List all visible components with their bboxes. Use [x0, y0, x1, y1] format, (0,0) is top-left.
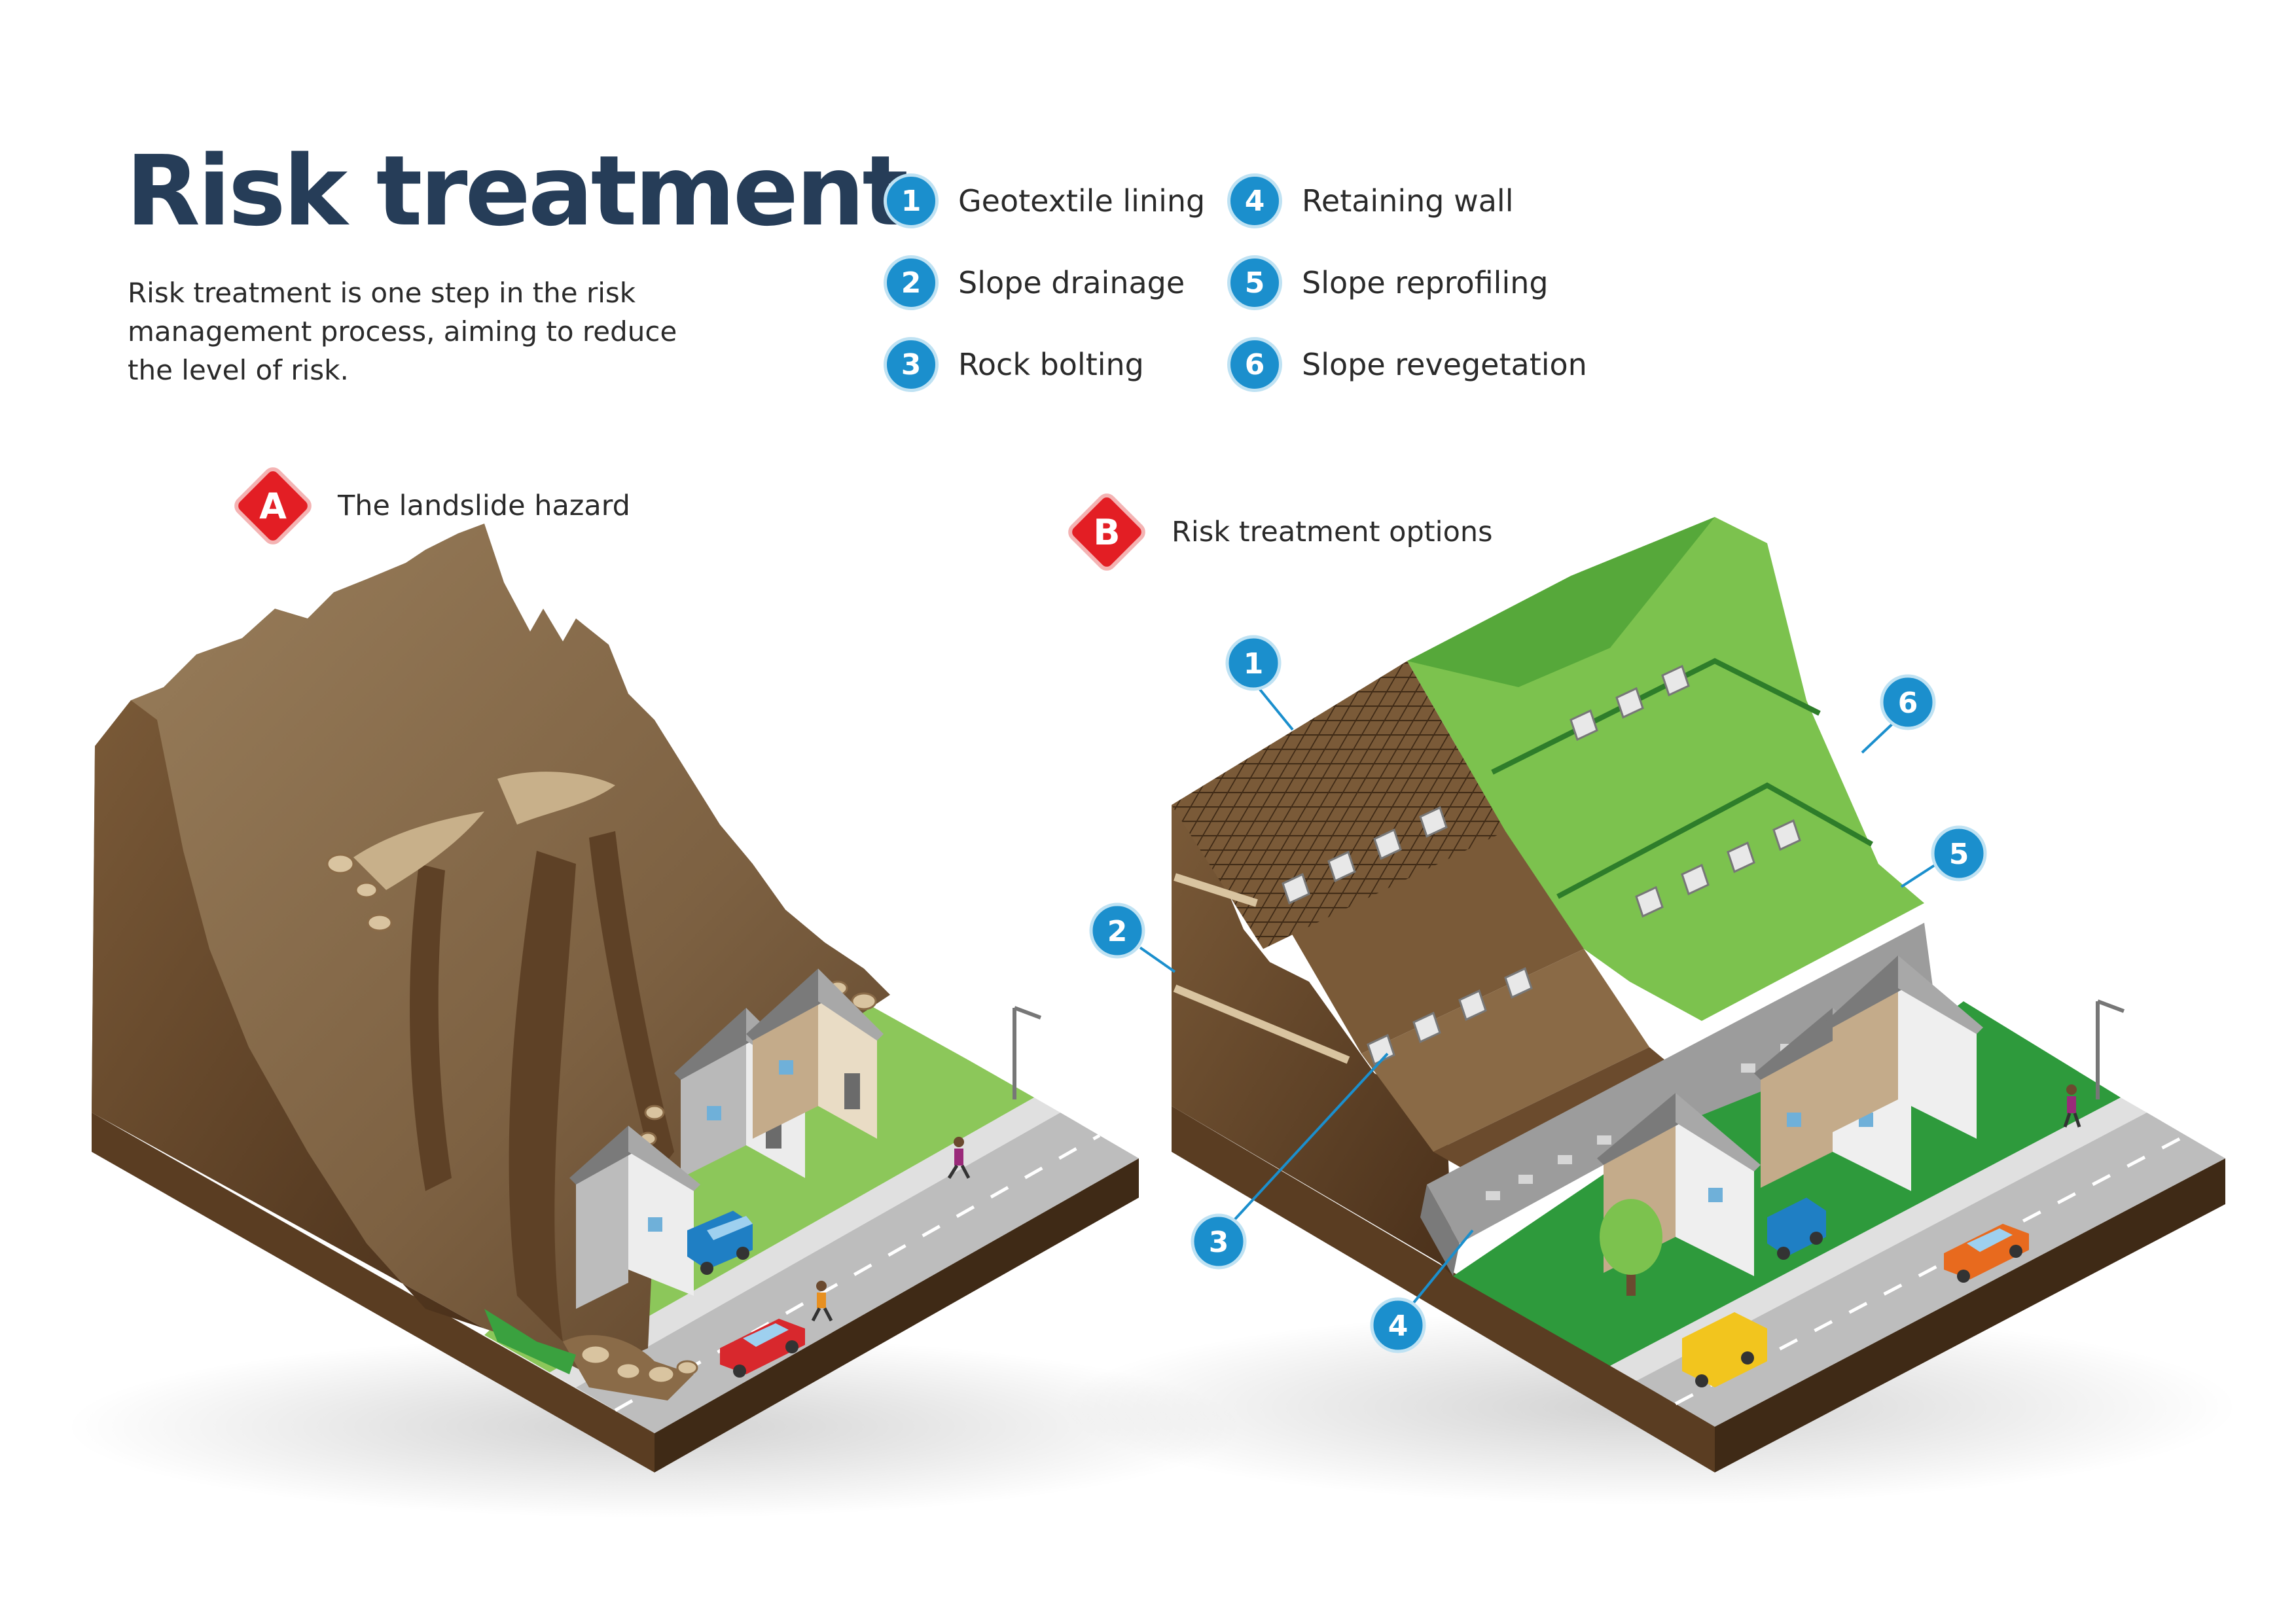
panel-b-illustration	[1060, 517, 2238, 1505]
drainage-pipe	[1174, 873, 1258, 907]
retaining-wall	[1427, 923, 1937, 1243]
tree	[1600, 1199, 1662, 1296]
legend-item-slope-drainage: 2 Slope drainage	[884, 253, 1185, 312]
legend: 1 Geotextile lining 2 Slope drainage 3 R…	[884, 171, 1636, 407]
house	[746, 969, 884, 1139]
legend-label: Slope revegetation	[1302, 347, 1587, 382]
running-person-icon	[947, 1137, 971, 1179]
callout-number: 1	[1244, 647, 1264, 681]
callout-1: 1	[1225, 635, 1282, 691]
base-block-left-face	[1172, 1106, 1715, 1472]
red-car	[720, 1319, 805, 1378]
callout-6: 6	[1880, 674, 1936, 730]
legend-item-rock-bolting: 3 Rock bolting	[884, 335, 1144, 394]
legend-label: Slope reprofiling	[1302, 265, 1549, 300]
drainage-pipe	[1173, 984, 1350, 1064]
walking-person-icon	[2063, 1084, 2081, 1128]
running-person-icon	[811, 1281, 833, 1322]
callout-5: 5	[1931, 825, 1987, 882]
legend-item-slope-revegetation: 6 Slope revegetation	[1227, 335, 1587, 394]
callout-number: 3	[1209, 1226, 1229, 1259]
street-lamp	[2096, 999, 2125, 1099]
callout-number: 5	[1949, 838, 1969, 871]
rock-debris	[326, 853, 877, 1384]
callout-2: 2	[1089, 902, 1145, 959]
panel-b-letter: B	[1093, 511, 1121, 553]
panel-b-diamond-icon: B	[1064, 490, 1149, 575]
orange-car	[1944, 1224, 2029, 1283]
legend-item-retaining-wall: 4 Retaining wall	[1227, 171, 1513, 230]
footpath	[550, 1097, 1060, 1387]
legend-item-slope-reprofiling: 5 Slope reprofiling	[1227, 253, 1549, 312]
panel-a-diamond-icon: A	[230, 463, 315, 548]
legend-label: Retaining wall	[1302, 183, 1514, 219]
footpath	[1610, 1097, 2147, 1381]
page-title: Risk treatment	[126, 135, 908, 247]
legend-item-geotextile-lining: 1 Geotextile lining	[884, 171, 1205, 230]
geotextile-mesh	[1172, 661, 1505, 949]
legend-number-badge: 6	[1227, 337, 1282, 392]
legend-number-badge: 1	[884, 173, 939, 228]
blue-van	[1767, 1198, 1826, 1260]
panel-b-heading: B Risk treatment options	[1064, 490, 1493, 575]
legend-number-badge: 4	[1227, 173, 1282, 228]
legend-label: Slope drainage	[958, 265, 1185, 300]
callout-4: 4	[1370, 1297, 1426, 1353]
callout-3: 3	[1191, 1213, 1247, 1270]
legend-label: Geotextile lining	[958, 183, 1206, 219]
base-block-right-face	[1715, 1158, 2225, 1472]
mountain-cross-section	[92, 700, 484, 1329]
legend-number-badge: 2	[884, 255, 939, 310]
callout-number: 6	[1898, 687, 1918, 720]
landslide-channel	[509, 851, 576, 1342]
callout-number: 4	[1388, 1310, 1408, 1343]
callout-number: 2	[1107, 915, 1128, 948]
house	[1826, 955, 1983, 1139]
legend-number-badge: 5	[1227, 255, 1282, 310]
base-block-right-face	[655, 1158, 1139, 1472]
panel-a-label: The landslide hazard	[338, 490, 630, 522]
intro-text: Risk treatment is one step in the risk m…	[128, 277, 677, 386]
rock-bolts	[1282, 664, 1801, 1066]
panel-a-heading: A The landslide hazard	[230, 463, 630, 548]
legend-number-badge: 3	[884, 337, 939, 392]
base-block-left-face	[92, 1113, 655, 1472]
blue-van	[687, 1211, 753, 1275]
yellow-truck	[1682, 1312, 1767, 1387]
house	[569, 1126, 700, 1309]
legend-label: Rock bolting	[958, 347, 1144, 382]
panel-b-label: Risk treatment options	[1172, 516, 1493, 548]
panel-a-letter: A	[259, 485, 287, 527]
street-lamp	[1013, 1006, 1042, 1099]
panel-a-illustration	[65, 524, 1244, 1518]
slope-cross-section	[1172, 805, 1453, 1276]
